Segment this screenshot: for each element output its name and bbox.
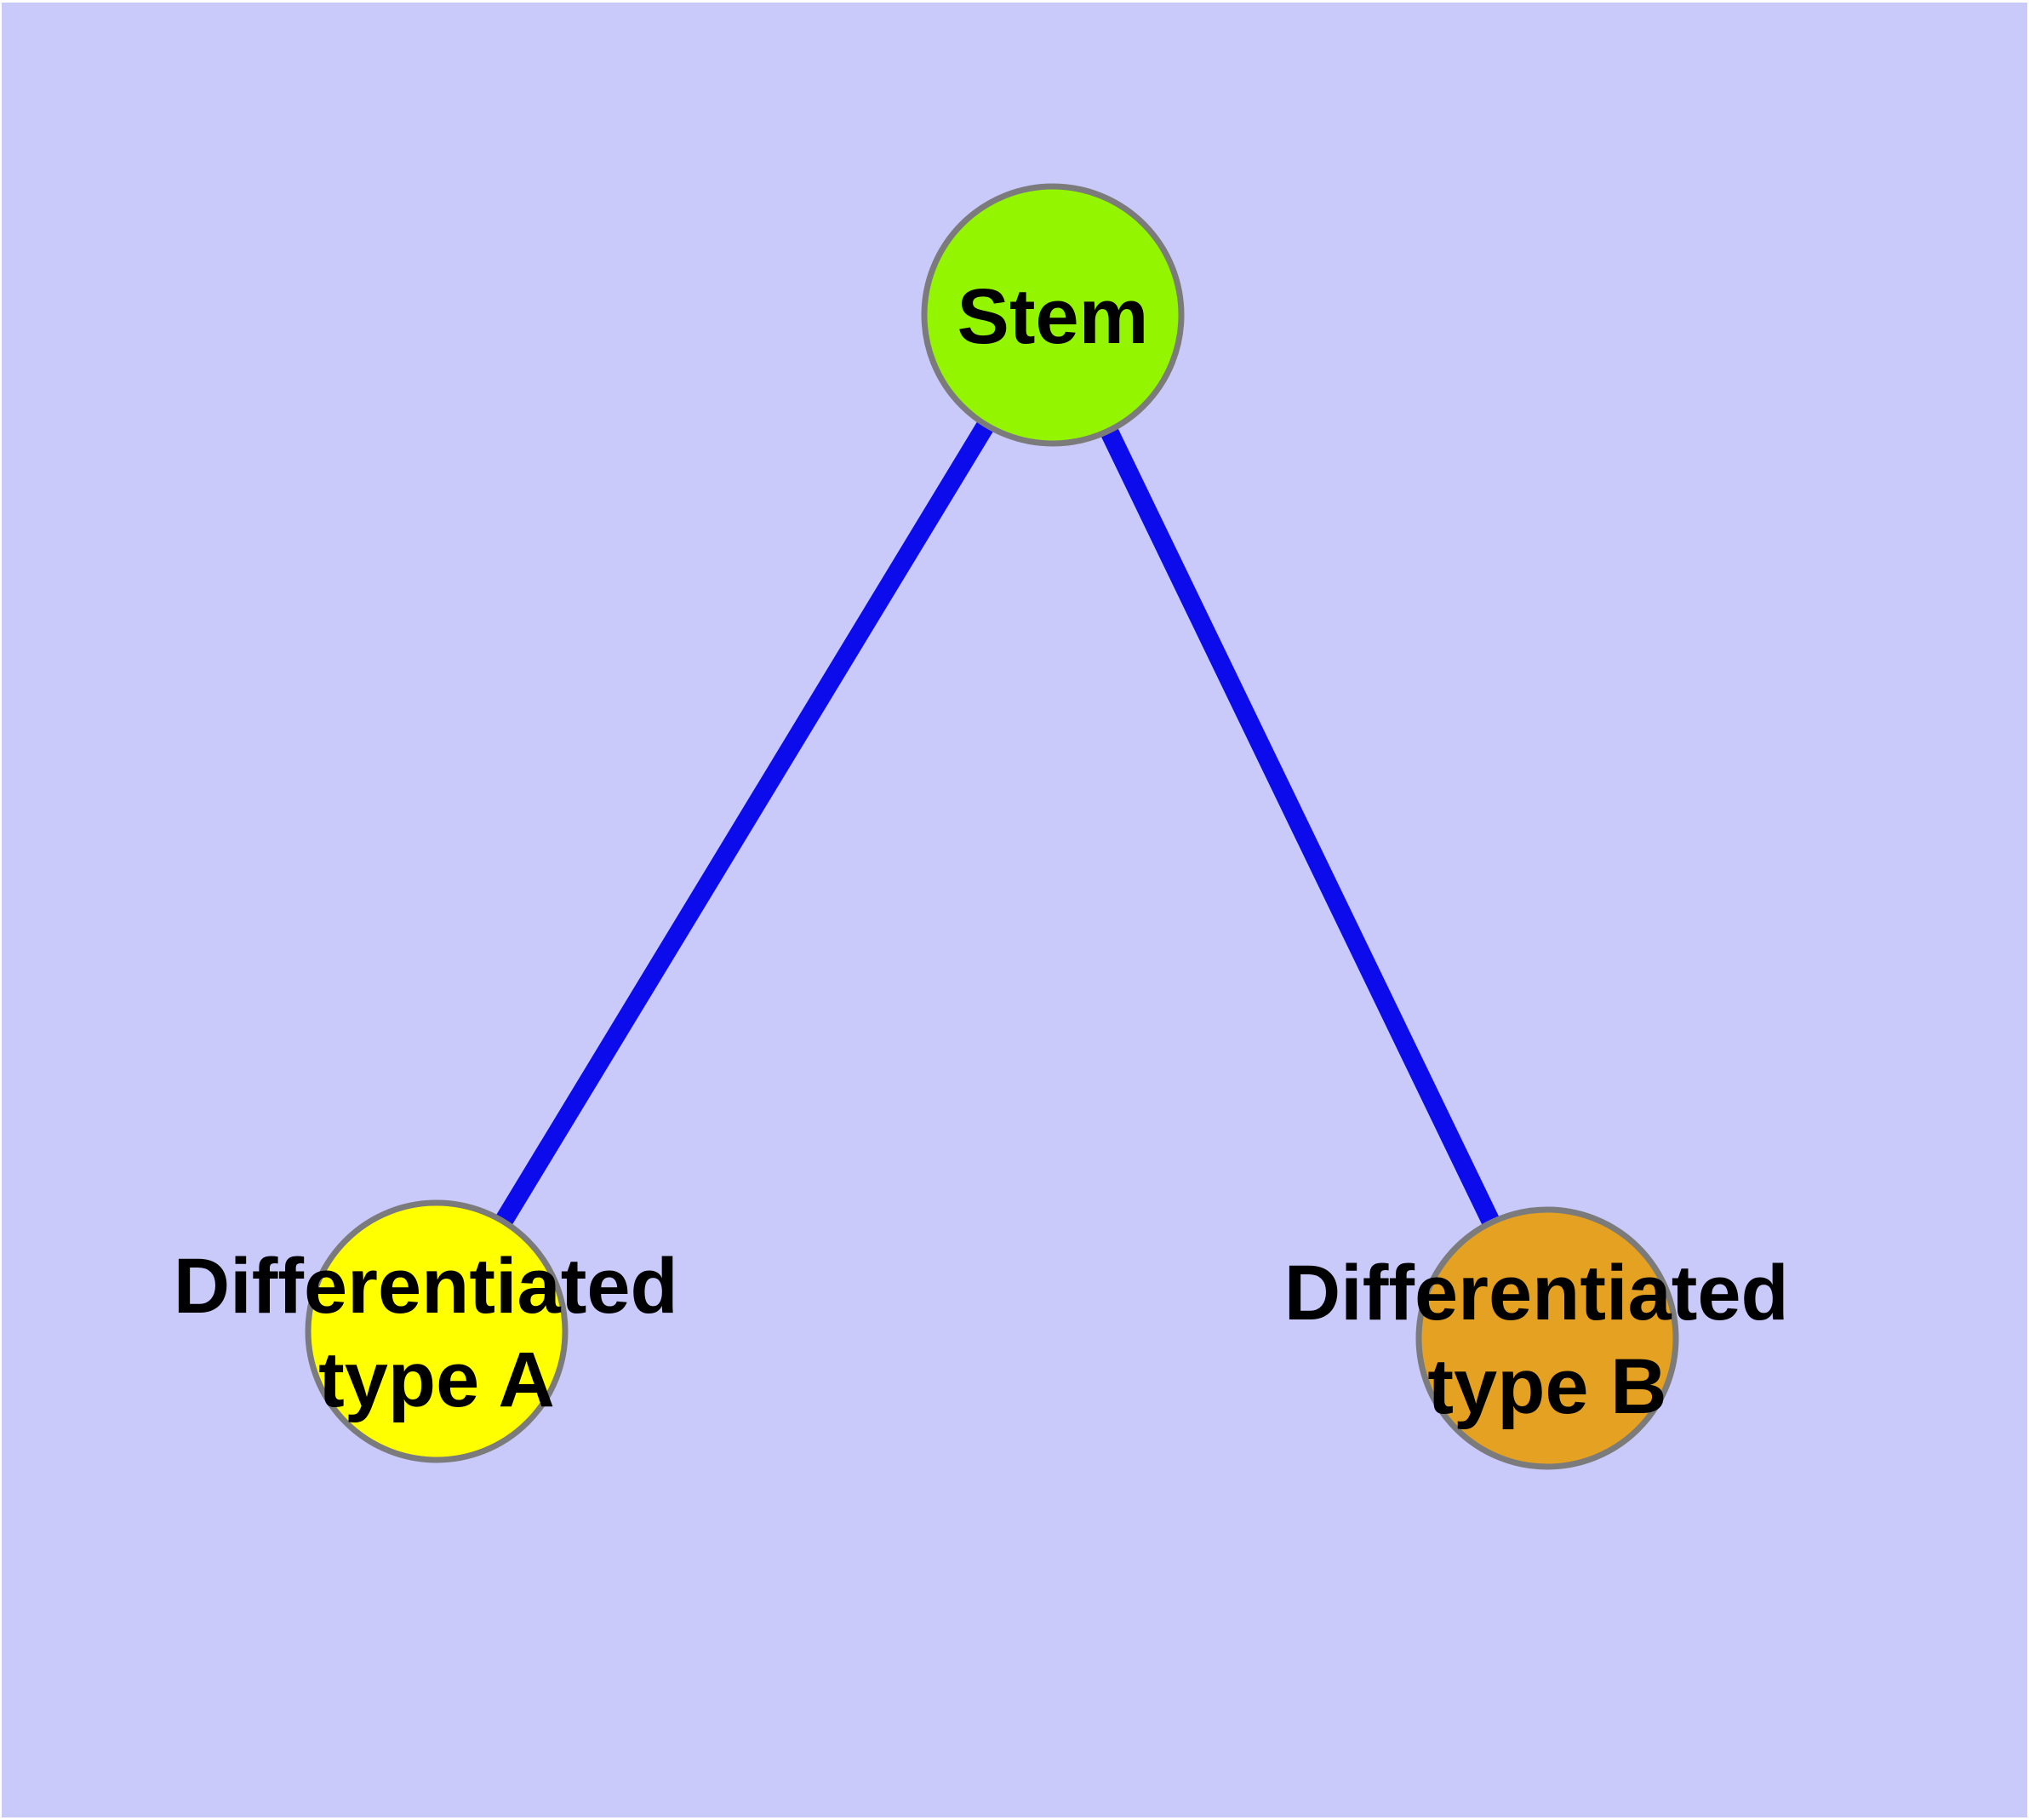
node-type-b-label-line-1: Differentiated [1284,1250,1789,1336]
node-stem-label: Stem [957,273,1149,360]
node-type-b-label-line-2: type B [1427,1343,1666,1430]
node-type-a-label: Differentiated type A [174,1243,700,1423]
node-differentiated-type-a [305,1199,569,1463]
edge-group [428,310,1556,1342]
node-type-a-label-line-2: type A [318,1336,555,1423]
node-stem [921,183,1185,447]
node-type-a-label-line-1: Differentiated [174,1243,678,1330]
node-differentiated-type-b [1415,1206,1679,1470]
edge-stem-to-type-a [428,310,1061,1336]
node-group [305,183,1679,1470]
label-group: Stem Differentiated type A Differentiate… [174,273,1811,1430]
node-type-b-label: Differentiated type B [1284,1250,1811,1430]
node-stem-label-line: Stem [957,273,1149,360]
edge-stem-to-type-b [1044,311,1556,1342]
